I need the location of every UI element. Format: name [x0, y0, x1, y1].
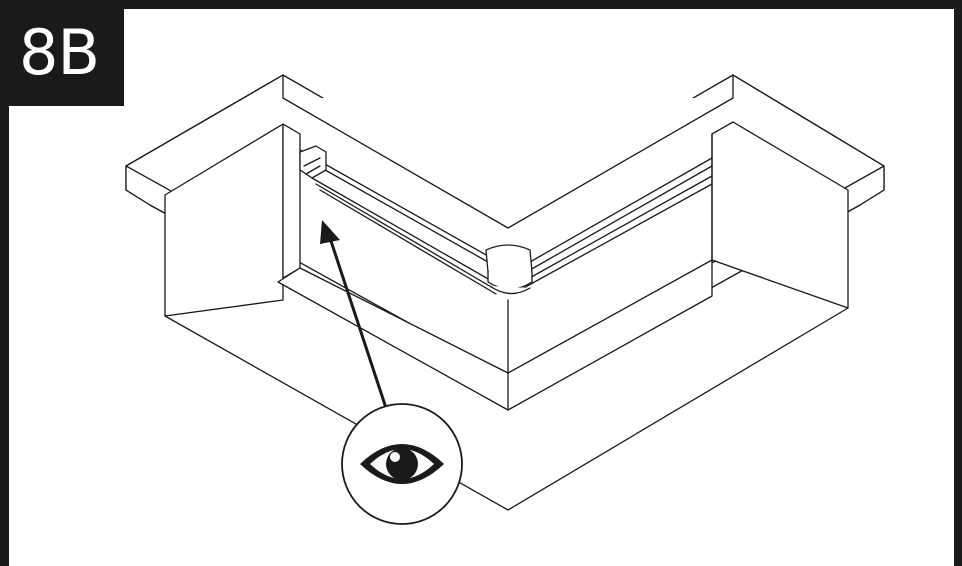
- track-end-cap: [299, 145, 327, 179]
- inspect-callout: [341, 403, 463, 525]
- floor-outline: [164, 307, 849, 511]
- corner-recess: [277, 259, 713, 411]
- left-wall: [164, 123, 301, 317]
- pointer-arrow: [320, 220, 388, 409]
- corner-connector: [485, 244, 533, 295]
- eye-icon: [360, 444, 444, 484]
- step-number-badge: 8B: [0, 0, 124, 106]
- right-wall: [711, 121, 849, 309]
- curtain-track: [299, 149, 713, 295]
